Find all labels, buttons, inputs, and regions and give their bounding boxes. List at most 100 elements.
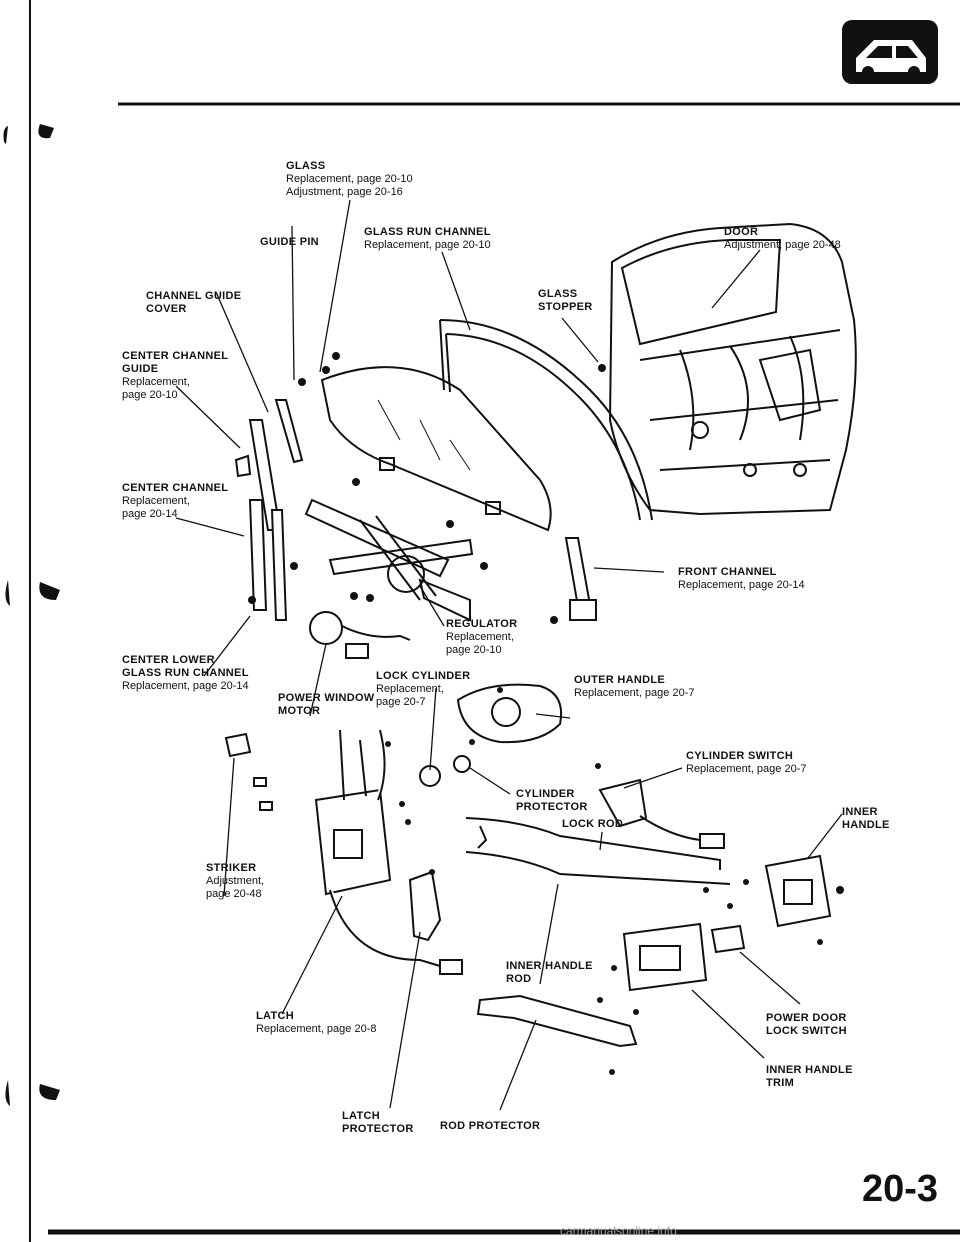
- label-power-door-lock-switch-title2: LOCK SWITCH: [766, 1025, 847, 1037]
- label-latch-protector-title: LATCH: [342, 1110, 380, 1122]
- rod-protector: [476, 994, 638, 1048]
- label-glass-run-channel: GLASS RUN CHANNEL Replacement, page 20-1…: [364, 226, 491, 252]
- label-rod-protector-title: ROD PROTECTOR: [440, 1120, 541, 1132]
- rods: [465, 817, 731, 885]
- label-front-channel-title: FRONT CHANNEL: [678, 566, 777, 578]
- label-door-title: DOOR: [724, 226, 759, 238]
- label-front-channel: FRONT CHANNEL Replacement, page 20-14: [678, 566, 805, 592]
- label-guide-pin-title: GUIDE PIN: [260, 236, 319, 248]
- label-latch-protector-title2: PROTECTOR: [342, 1123, 414, 1135]
- power-window-motor: [309, 611, 411, 659]
- label-cylinder-protector-title2: PROTECTOR: [516, 801, 588, 813]
- label-glass-title: GLASS: [286, 160, 326, 172]
- fasteners: [248, 352, 844, 1075]
- label-glass-run-channel-title: GLASS RUN CHANNEL: [364, 226, 491, 238]
- label-center-channel-guide: CENTER CHANNEL GUIDE Replacement, page 2…: [122, 350, 228, 402]
- label-center-lower-title: CENTER LOWER: [122, 654, 215, 666]
- label-center-lower-line1: Replacement, page 20-14: [122, 680, 249, 692]
- binder-marks: [3, 124, 60, 1106]
- label-regulator-line1: Replacement,: [446, 631, 514, 643]
- page-number: 20-3: [862, 1168, 939, 1210]
- label-channel-guide-cover-title2: COVER: [146, 303, 187, 315]
- label-center-channel-guide-line2: page 20-10: [122, 389, 178, 401]
- label-power-window-motor-title: POWER WINDOW: [278, 692, 375, 704]
- label-channel-guide-cover: CHANNEL GUIDE COVER: [146, 290, 241, 316]
- label-center-channel-title: CENTER CHANNEL: [122, 482, 229, 494]
- label-glass-stopper: GLASS STOPPER: [538, 288, 592, 314]
- label-outer-handle-line1: Replacement, page 20-7: [574, 687, 695, 699]
- watermark: carmanualsonline.info: [560, 1224, 677, 1238]
- label-rod-protector: ROD PROTECTOR: [440, 1120, 540, 1133]
- label-center-channel-guide-title2: GUIDE: [122, 363, 159, 375]
- label-lock-cylinder-title: LOCK CYLINDER: [376, 670, 471, 682]
- label-power-window-motor-title2: MOTOR: [278, 705, 321, 717]
- label-regulator-title: REGULATOR: [446, 618, 518, 630]
- glass-run-channel: [439, 319, 653, 521]
- label-lock-cylinder-line1: Replacement,: [376, 683, 444, 695]
- label-outer-handle: OUTER HANDLE Replacement, page 20-7: [574, 674, 694, 700]
- glass-pane: [320, 366, 552, 532]
- label-inner-handle-trim-title: INNER HANDLE: [766, 1064, 853, 1076]
- label-inner-handle-rod-title2: ROD: [506, 973, 532, 985]
- label-inner-handle-trim: INNER HANDLE TRIM: [766, 1064, 853, 1090]
- center-channels: [234, 399, 304, 621]
- label-latch-title: LATCH: [256, 1010, 294, 1022]
- label-striker-title: STRIKER: [206, 862, 257, 874]
- label-center-lower: CENTER LOWER GLASS RUN CHANNEL Replaceme…: [122, 654, 249, 693]
- label-center-channel: CENTER CHANNEL Replacement, page 20-14: [122, 482, 228, 521]
- label-glass-line1: Replacement, page 20-10: [286, 173, 413, 185]
- label-lock-rod: LOCK ROD: [562, 818, 623, 831]
- label-latch-protector: LATCH PROTECTOR: [342, 1110, 414, 1136]
- label-center-lower-title2: GLASS RUN CHANNEL: [122, 667, 249, 679]
- label-striker-line2: page 20-48: [206, 888, 262, 900]
- label-inner-handle: INNER HANDLE: [842, 806, 890, 832]
- outer-handle-assembly: [419, 683, 562, 787]
- label-lock-rod-title: LOCK ROD: [562, 818, 624, 830]
- label-cylinder-switch-line1: Replacement, page 20-7: [686, 763, 807, 775]
- label-inner-handle-rod-title: INNER HANDLE: [506, 960, 593, 972]
- front-channel: [564, 537, 597, 621]
- label-power-door-lock-switch: POWER DOOR LOCK SWITCH: [766, 1012, 847, 1038]
- label-latch-line1: Replacement, page 20-8: [256, 1023, 377, 1035]
- label-lock-cylinder: LOCK CYLINDER Replacement, page 20-7: [376, 670, 470, 709]
- label-inner-handle-trim-title2: TRIM: [766, 1077, 795, 1089]
- label-center-channel-guide-title: CENTER CHANNEL: [122, 350, 229, 362]
- power-door-lock-switch: [710, 924, 746, 954]
- label-center-channel-guide-line1: Replacement,: [122, 376, 190, 388]
- label-power-door-lock-switch-title: POWER DOOR: [766, 1012, 847, 1024]
- regulator: [304, 498, 474, 622]
- inner-handle-assembly: [622, 854, 832, 992]
- label-center-channel-line1: Replacement,: [122, 495, 190, 507]
- latch-protector: [408, 870, 442, 942]
- label-lock-cylinder-line2: page 20-7: [376, 696, 426, 708]
- label-channel-guide-cover-title: CHANNEL GUIDE: [146, 290, 242, 302]
- label-glass-stopper-title: GLASS: [538, 288, 578, 300]
- header-rule: [29, 0, 960, 1242]
- label-latch: LATCH Replacement, page 20-8: [256, 1010, 376, 1036]
- label-cylinder-protector: CYLINDER PROTECTOR: [516, 788, 588, 814]
- label-cylinder-switch-title: CYLINDER SWITCH: [686, 750, 794, 762]
- label-door-line1: Adjustment, page 20-48: [724, 239, 841, 251]
- label-glass-stopper-title2: STOPPER: [538, 301, 593, 313]
- label-outer-handle-title: OUTER HANDLE: [574, 674, 665, 686]
- label-cylinder-protector-title: CYLINDER: [516, 788, 575, 800]
- label-inner-handle-title2: HANDLE: [842, 819, 890, 831]
- door-shell: [608, 222, 857, 516]
- label-striker-line1: Adjustment,: [206, 875, 265, 887]
- label-glass-run-channel-line1: Replacement, page 20-10: [364, 239, 491, 251]
- striker: [224, 732, 273, 811]
- label-regulator-line2: page 20-10: [446, 644, 502, 656]
- label-front-channel-line1: Replacement, page 20-14: [678, 579, 805, 591]
- label-inner-handle-rod: INNER HANDLE ROD: [506, 960, 593, 986]
- label-glass: GLASS Replacement, page 20-10 Adjustment…: [286, 160, 413, 199]
- label-striker: STRIKER Adjustment, page 20-48: [206, 862, 264, 901]
- cylinder-switch: [598, 778, 725, 849]
- label-cylinder-switch: CYLINDER SWITCH Replacement, page 20-7: [686, 750, 806, 776]
- latch-assembly: [314, 729, 463, 975]
- label-guide-pin: GUIDE PIN: [260, 236, 319, 249]
- label-door: DOOR Adjustment, page 20-48: [724, 226, 841, 252]
- label-glass-line2: Adjustment, page 20-16: [286, 186, 403, 198]
- car-section-icon: [842, 20, 938, 84]
- leader-lines: [175, 199, 843, 1111]
